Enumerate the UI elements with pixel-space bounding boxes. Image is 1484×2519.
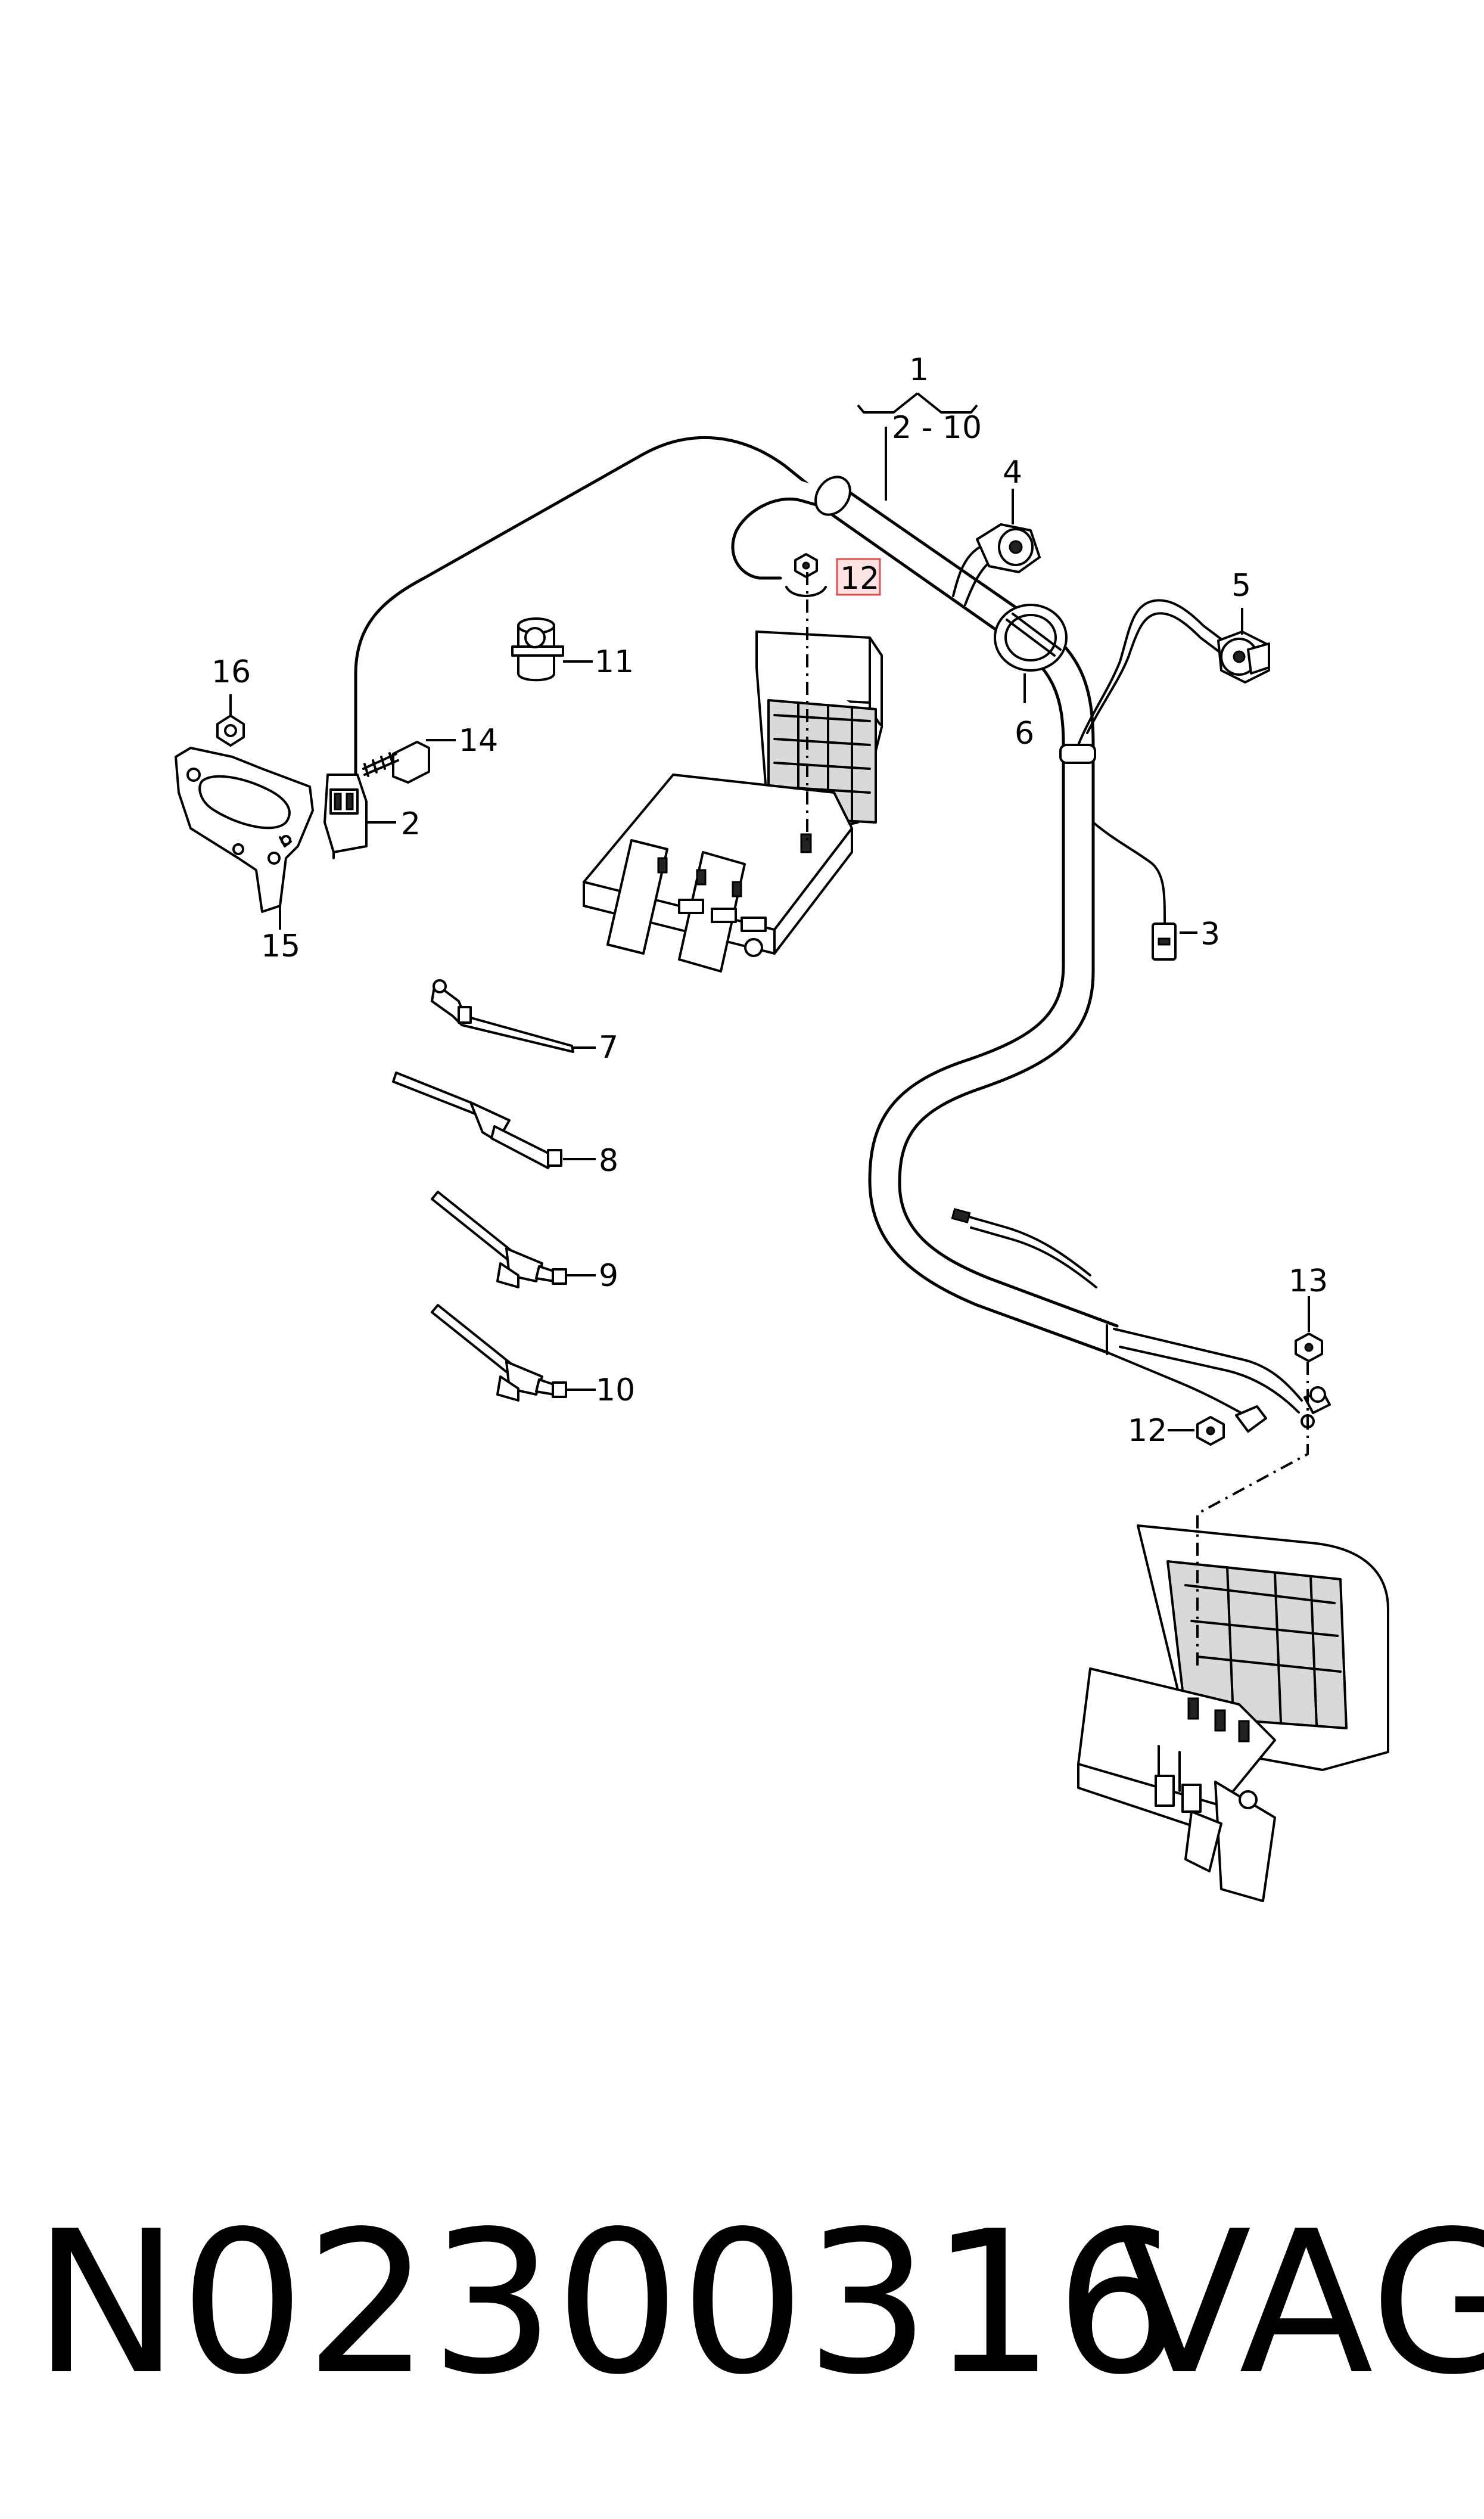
nut-16 [216, 715, 245, 747]
callout-2: 2 [401, 806, 421, 842]
callout-13: 13 [1289, 1263, 1328, 1299]
fuse-carrier-bottom [1077, 1524, 1389, 1902]
cable-tie-7 [431, 979, 574, 1053]
leader-lines [229, 392, 1310, 1431]
document-number: N02300316 [33, 2189, 1181, 2418]
nut-12-bottom [1196, 1416, 1225, 1446]
callout-6: 6 [1015, 716, 1034, 751]
fuse-carrier-top [583, 630, 883, 973]
relay-11 [511, 617, 564, 682]
grommet-ring [994, 604, 1068, 672]
callout-3: 3 [1200, 917, 1220, 952]
bracket-15 [175, 747, 314, 913]
brand-label: VAG [1117, 2189, 1484, 2418]
connector-2 [323, 774, 368, 859]
callout-15: 15 [261, 928, 300, 964]
callout-16: 16 [211, 654, 251, 690]
callout-12-top: 12 [840, 561, 879, 597]
bolt-14 [362, 741, 430, 784]
callout-4: 4 [1003, 455, 1022, 490]
connector-4 [976, 523, 1041, 573]
cable-tie-9 [431, 1191, 567, 1288]
callout-1: 1 [909, 352, 929, 388]
callout-labels: 1 2 - 10 2 3 4 5 6 7 8 9 10 11 12 12 13 … [211, 352, 1328, 1449]
cable-tie-8 [392, 1071, 562, 1169]
nut-13 [1295, 1333, 1323, 1362]
callout-8: 8 [599, 1143, 618, 1179]
highlight-box [836, 558, 881, 596]
nut-12-top [785, 553, 827, 597]
callout-14: 14 [459, 723, 498, 759]
callout-11: 11 [595, 644, 634, 680]
cable-tie-10 [431, 1304, 567, 1402]
callout-7: 7 [599, 1030, 618, 1066]
callout-5: 5 [1231, 568, 1251, 604]
connector-3 [1152, 923, 1177, 961]
connector-5 [1217, 630, 1270, 684]
callout-12-bottom: 12 [1128, 1413, 1167, 1449]
callout-10: 10 [596, 1372, 635, 1408]
callout-1-range: 2 - 10 [892, 410, 982, 446]
callout-9: 9 [599, 1258, 618, 1294]
assembly-lines [806, 572, 1309, 1669]
